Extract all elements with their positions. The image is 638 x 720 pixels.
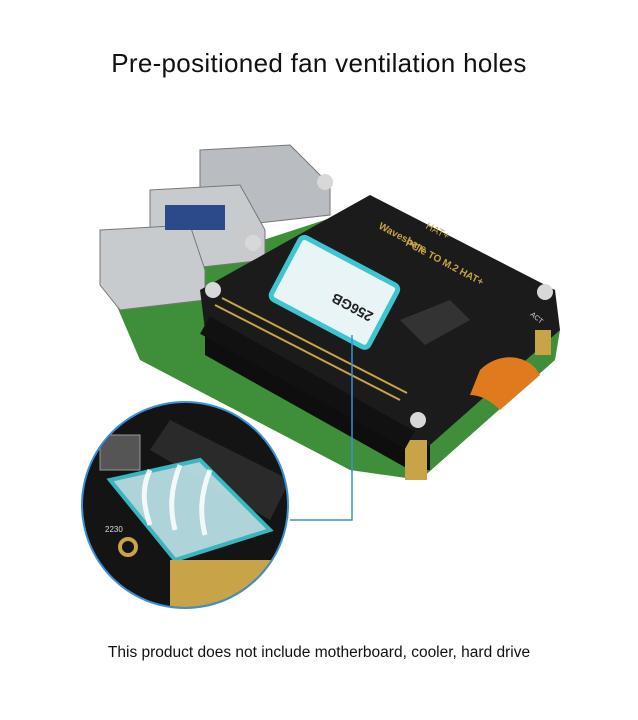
size-label: 2230 [105,525,123,534]
page-title: Pre-positioned fan ventilation holes [111,48,527,78]
m2-slot [400,300,470,345]
gpio-header [200,297,415,449]
vent-hole-highlight [106,457,274,563]
airflow-arrows-icon [141,464,213,536]
callout-line [290,335,353,521]
ssd: 256GB [268,234,401,350]
usb-ports [99,144,331,311]
disclaimer-caption: This product does not include motherboar… [107,644,531,661]
flex-cable [470,357,540,410]
zoom-detail-circle: 2230 [81,401,289,609]
